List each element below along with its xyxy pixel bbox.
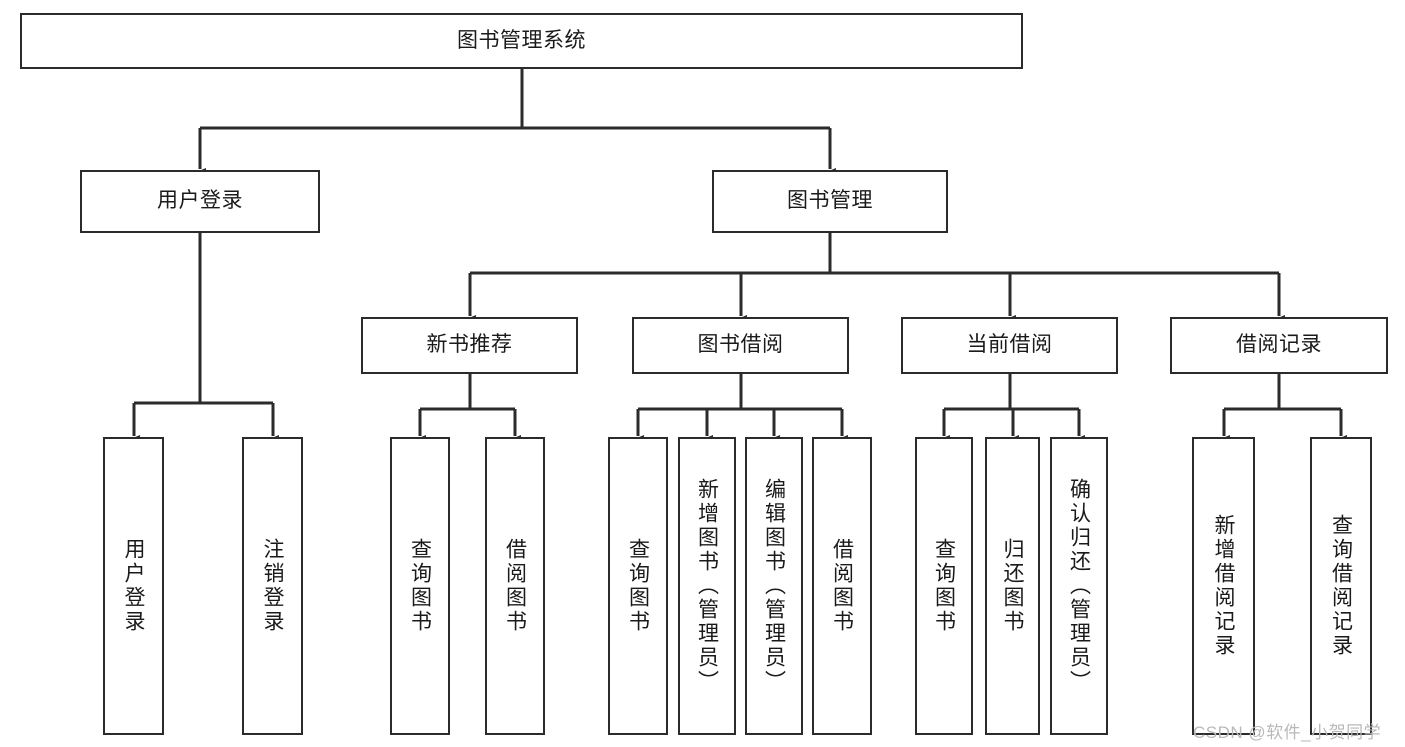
node-label: 新书推荐 [426, 333, 513, 357]
node-label: 查询图书 [932, 538, 956, 634]
node-leaf-borrow-1[interactable]: 查询图书 [608, 437, 668, 735]
node-leaf-rec-2[interactable]: 查询借阅记录 [1310, 437, 1372, 735]
node-label: 查询图书 [408, 538, 432, 634]
node-label: 图书管理系统 [457, 28, 586, 52]
node-label: 查询图书 [626, 538, 650, 634]
node-login[interactable]: 用户登录 [80, 170, 320, 233]
node-label: 借阅图书 [830, 538, 854, 634]
node-label: 用户登录 [122, 538, 145, 634]
node-leaf-rec-1[interactable]: 新增借阅记录 [1192, 437, 1255, 735]
node-label: 用户登录 [157, 189, 243, 213]
node-leaf-login-2[interactable]: 注销登录 [242, 437, 303, 735]
node-label: 当前借阅 [966, 333, 1053, 357]
node-label: 归还图书 [1001, 538, 1024, 634]
node-leaf-borrow-3[interactable]: 编辑图书（管理员） [745, 437, 803, 735]
node-newbook[interactable]: 新书推荐 [361, 317, 578, 374]
node-label: 注销登录 [261, 538, 284, 634]
node-records[interactable]: 借阅记录 [1170, 317, 1388, 374]
node-label: 新增借阅记录 [1212, 514, 1235, 658]
node-label: 查询借阅记录 [1329, 514, 1353, 658]
node-label: 新增图书（管理员） [695, 478, 719, 694]
node-borrow[interactable]: 图书借阅 [632, 317, 849, 374]
node-leaf-new-1[interactable]: 查询图书 [390, 437, 450, 735]
watermark: CSDN @软件_小贺同学 [1193, 723, 1382, 742]
node-leaf-borrow-2[interactable]: 新增图书（管理员） [678, 437, 736, 735]
node-leaf-cur-3[interactable]: 确认归还（管理员） [1050, 437, 1108, 735]
node-label: 图书管理 [787, 189, 873, 213]
node-label: 借阅记录 [1236, 333, 1322, 357]
node-leaf-login-1[interactable]: 用户登录 [103, 437, 164, 735]
node-root[interactable]: 图书管理系统 [20, 13, 1023, 69]
node-label: 图书借阅 [697, 333, 784, 357]
node-leaf-new-2[interactable]: 借阅图书 [485, 437, 545, 735]
node-label: 借阅图书 [503, 538, 527, 634]
node-leaf-borrow-4[interactable]: 借阅图书 [812, 437, 872, 735]
node-label: 编辑图书（管理员） [762, 478, 786, 694]
node-bookmgmt[interactable]: 图书管理 [712, 170, 948, 233]
node-current[interactable]: 当前借阅 [901, 317, 1118, 374]
tree-connectors [128, 69, 1347, 445]
node-label: 确认归还（管理员） [1067, 478, 1091, 694]
node-leaf-cur-2[interactable]: 归还图书 [985, 437, 1040, 735]
node-leaf-cur-1[interactable]: 查询图书 [915, 437, 973, 735]
